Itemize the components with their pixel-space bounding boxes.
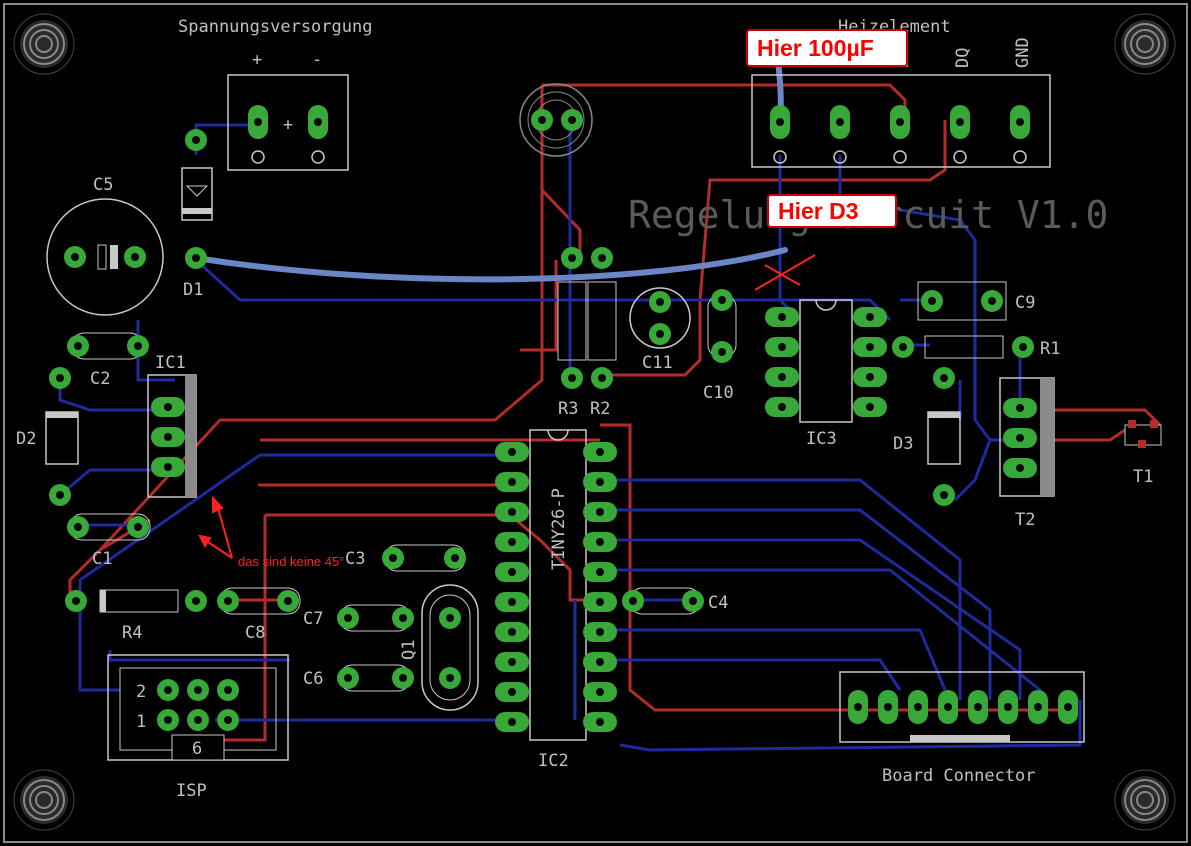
cross-out-mark [754, 254, 816, 291]
capacitor-c3 [382, 544, 466, 572]
label-q1: Q1 [399, 640, 419, 660]
annotation-arrows [198, 495, 233, 559]
svg-text:+: + [283, 115, 293, 135]
capacitor-c10 [707, 289, 737, 363]
label-d2: D2 [16, 429, 36, 449]
label-isp: ISP [176, 781, 207, 801]
label-d1: D1 [183, 280, 203, 300]
label-c6: C6 [303, 669, 323, 689]
label-c4: C4 [708, 593, 728, 613]
resistor-r2 [587, 247, 617, 389]
crystal-q1 [421, 584, 479, 711]
top-layer-traces [68, 83, 1162, 742]
label-ic1: IC1 [155, 353, 186, 373]
label-ic2: IC2 [538, 751, 569, 771]
transistor-t2 [999, 377, 1055, 497]
label-board-connector: Board Connector [882, 766, 1036, 786]
label-plus: + [252, 50, 262, 70]
capacitor-c8 [217, 587, 301, 615]
mounting-hole-icon [1114, 769, 1176, 831]
annotation-note-3: das sind keine 45° [238, 554, 344, 569]
cross-out-mark [764, 264, 801, 286]
label-d3: D3 [893, 434, 913, 454]
diode-d2 [45, 367, 79, 506]
transistor-t1 [1124, 420, 1162, 448]
label-c8: C8 [245, 623, 265, 643]
label-c11: C11 [642, 353, 673, 373]
capacitor-c7 [337, 604, 414, 632]
capacitor-c4 [622, 587, 704, 615]
board-connector [839, 671, 1085, 743]
microcontroller-ic2 [495, 429, 617, 741]
annotation-box-2 [767, 194, 897, 228]
label-c2: C2 [90, 369, 110, 389]
label-minus: - [312, 50, 322, 70]
diode-d3 [927, 367, 961, 506]
label-c3: C3 [345, 549, 365, 569]
diode-d1 [181, 129, 213, 269]
label-r2: R2 [590, 399, 610, 419]
label-c5: C5 [93, 175, 113, 195]
capacitor-c1 [67, 513, 151, 541]
capacitor-c2 [67, 332, 149, 360]
label-r3: R3 [558, 399, 578, 419]
label-r1: R1 [1040, 339, 1060, 359]
resistor-r1 [892, 335, 1034, 359]
power-connector: + [227, 74, 349, 171]
label-c9: C9 [1015, 293, 1035, 313]
resistor-r3 [557, 247, 587, 389]
capacitor-c9 [917, 281, 1007, 321]
bottom-layer-traces [58, 120, 1082, 752]
regulator-ic1 [147, 374, 197, 498]
capacitor-c6 [337, 664, 414, 692]
mounting-hole-icon [13, 13, 75, 75]
board-outline [3, 3, 1188, 843]
label-ic2-part: TINY26-P [549, 488, 569, 570]
label-ic3: IC3 [806, 429, 837, 449]
isp-header [107, 654, 289, 761]
annotation-note-2: Hier D3 [778, 198, 859, 224]
annotation-box-1 [746, 29, 908, 67]
label-pin-dq: DQ [953, 48, 973, 68]
label-isp-6: 6 [192, 739, 202, 759]
label-power: Spannungsversorgung [178, 17, 372, 37]
label-c1: C1 [92, 549, 112, 569]
ic-ic3 [765, 299, 887, 423]
jumper-wire [193, 247, 788, 283]
label-r4: R4 [122, 623, 142, 643]
label-c7: C7 [303, 609, 323, 629]
label-isp-2: 2 [136, 682, 146, 702]
label-isp-1: 1 [136, 712, 146, 732]
label-c10: C10 [703, 383, 734, 403]
mounting-hole-icon [13, 769, 75, 831]
mounting-hole-icon [1114, 13, 1176, 75]
label-pin-gnd: GND [1013, 37, 1033, 68]
heater-connector [751, 74, 1051, 168]
capacitor-c5 [46, 198, 164, 316]
resistor-r4 [65, 589, 207, 613]
sensor-mount [519, 83, 593, 157]
capacitor-c11 [629, 287, 691, 349]
annotation-note-1: Hier 100µF [757, 35, 874, 61]
label-t2: T2 [1015, 510, 1035, 530]
label-t1: T1 [1133, 467, 1153, 487]
